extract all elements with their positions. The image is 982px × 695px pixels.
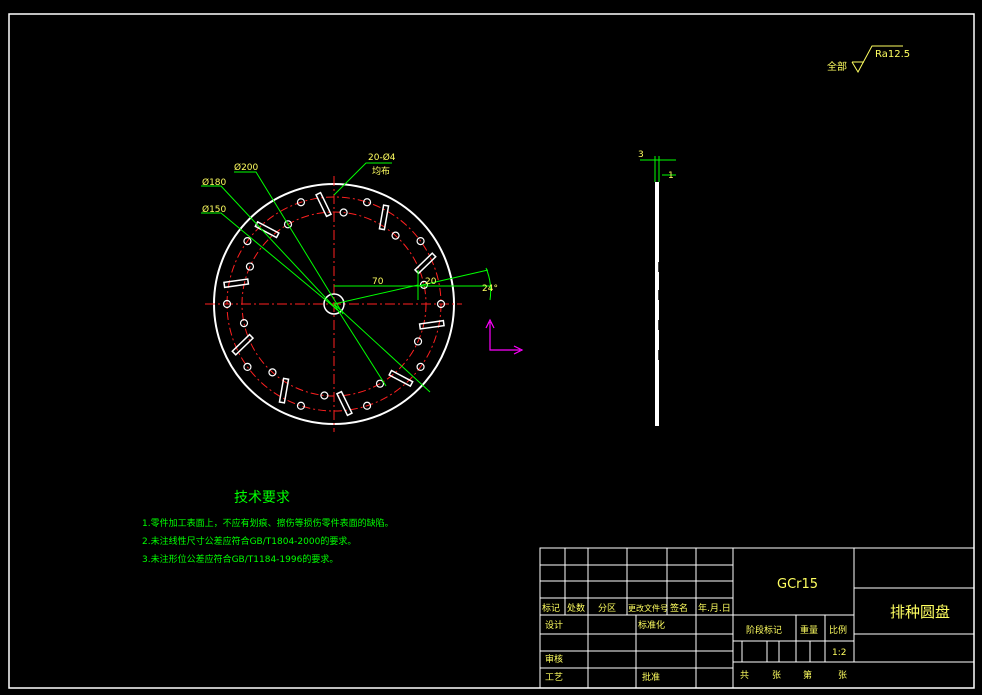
seed-hole [245,262,255,271]
seed-hole [362,401,372,410]
seed-hole [362,198,372,207]
seed-holes [222,198,446,410]
seed-hole [413,337,423,346]
disc-front-view [205,176,462,432]
tb-material: GCr15 [777,577,818,592]
seed-slot [378,204,390,231]
tb-total: 共 [740,670,749,681]
seed-slot [335,390,353,417]
center-hole [323,293,345,315]
seed-hole [268,368,277,377]
dimension-texts: Ø200 Ø180 Ø150 20-Ø4 均布 70 20 24° [202,152,498,294]
tech-line-1: 1.零件加工表面上，不应有划痕、擦伤等损伤零件表面的缺陷。 [142,517,394,529]
seed-hole [239,319,249,328]
tb-design: 设计 [545,619,563,631]
seed-hole [339,208,348,217]
sheet-border [8,13,975,689]
seed-hole [436,299,446,309]
dimensions [201,162,492,393]
dim-r70: 70 [372,277,384,287]
tech-line-2: 2.未注线性尺寸公差应符合GB/T1804-2000的要求。 [142,535,356,547]
technical-requirements: 技术要求 1.零件加工表面上，不应有划痕、擦伤等损伤零件表面的缺陷。 2.未注线… [142,490,394,565]
tech-line-3: 3.未注形位公差应符合GB/T1184-1996的要求。 [142,553,338,565]
tb-change-doc: 更改文件号 [628,603,668,613]
tech-title: 技术要求 [234,490,290,506]
tb-sign: 签名 [670,602,688,614]
tb-stage-mark: 阶段标记 [746,624,782,636]
seed-slot [413,252,437,275]
tb-approve: 批准 [642,671,660,683]
tb-weight: 重量 [800,624,818,636]
tb-review: 审核 [545,653,563,665]
seed-hole [416,237,425,246]
tb-standardize: 标准化 [638,619,665,631]
seed-hole [222,299,232,309]
side-thickness: 3 [638,150,644,160]
ucs-icon [485,318,524,355]
dim-d150: Ø150 [202,204,227,215]
tb-date: 年.月.日 [698,602,731,614]
tb-sheets2: 张 [838,670,847,681]
finish-prefix: 全部 [827,60,847,73]
dim-holes: 20-Ø4 [368,152,396,163]
seed-hole [283,220,293,229]
tb-mark: 标记 [542,602,560,614]
side-step: 1 [668,171,674,181]
seed-hole [419,280,429,289]
seed-hole [416,362,425,371]
seed-hole [391,231,400,240]
seed-slot [223,278,250,289]
dim-d200: Ø200 [234,162,259,173]
seed-hole [296,401,306,410]
dim-r20: 20 [425,277,437,287]
tb-scale: 1:2 [832,648,846,658]
seed-hole [243,362,252,371]
seed-slot [278,377,290,404]
seed-slot [231,333,255,356]
finish-value: Ra12.5 [875,49,910,60]
tb-part-name: 排种圆盘 [890,603,950,621]
seed-slot [418,319,445,330]
side-body [655,182,659,426]
tb-zone: 分区 [598,603,616,614]
title-block [539,547,975,689]
title-block-texts: GCr15 排种圆盘 标记 处数 分区 更改文件号 签名 年.月.日 设计 标准… [542,577,950,683]
seed-hole [243,237,252,246]
tb-no: 第 [803,669,812,681]
tb-count: 处数 [567,602,585,614]
disc-side-view: 3 1 [638,150,676,426]
dim-holes-note: 均布 [372,165,390,177]
seed-hole [296,198,306,207]
seed-slot [315,191,333,218]
seed-hole [375,379,385,388]
dim-d180: Ø180 [202,177,227,188]
surface-finish-symbol: 全部 Ra12.5 [827,45,910,74]
tb-scale-label: 比例 [829,624,847,636]
seed-hole [320,391,329,400]
seed-slot [388,369,414,388]
tb-process: 工艺 [545,672,563,683]
dim-angle: 24° [482,284,498,294]
tb-sheets1: 张 [772,670,781,681]
